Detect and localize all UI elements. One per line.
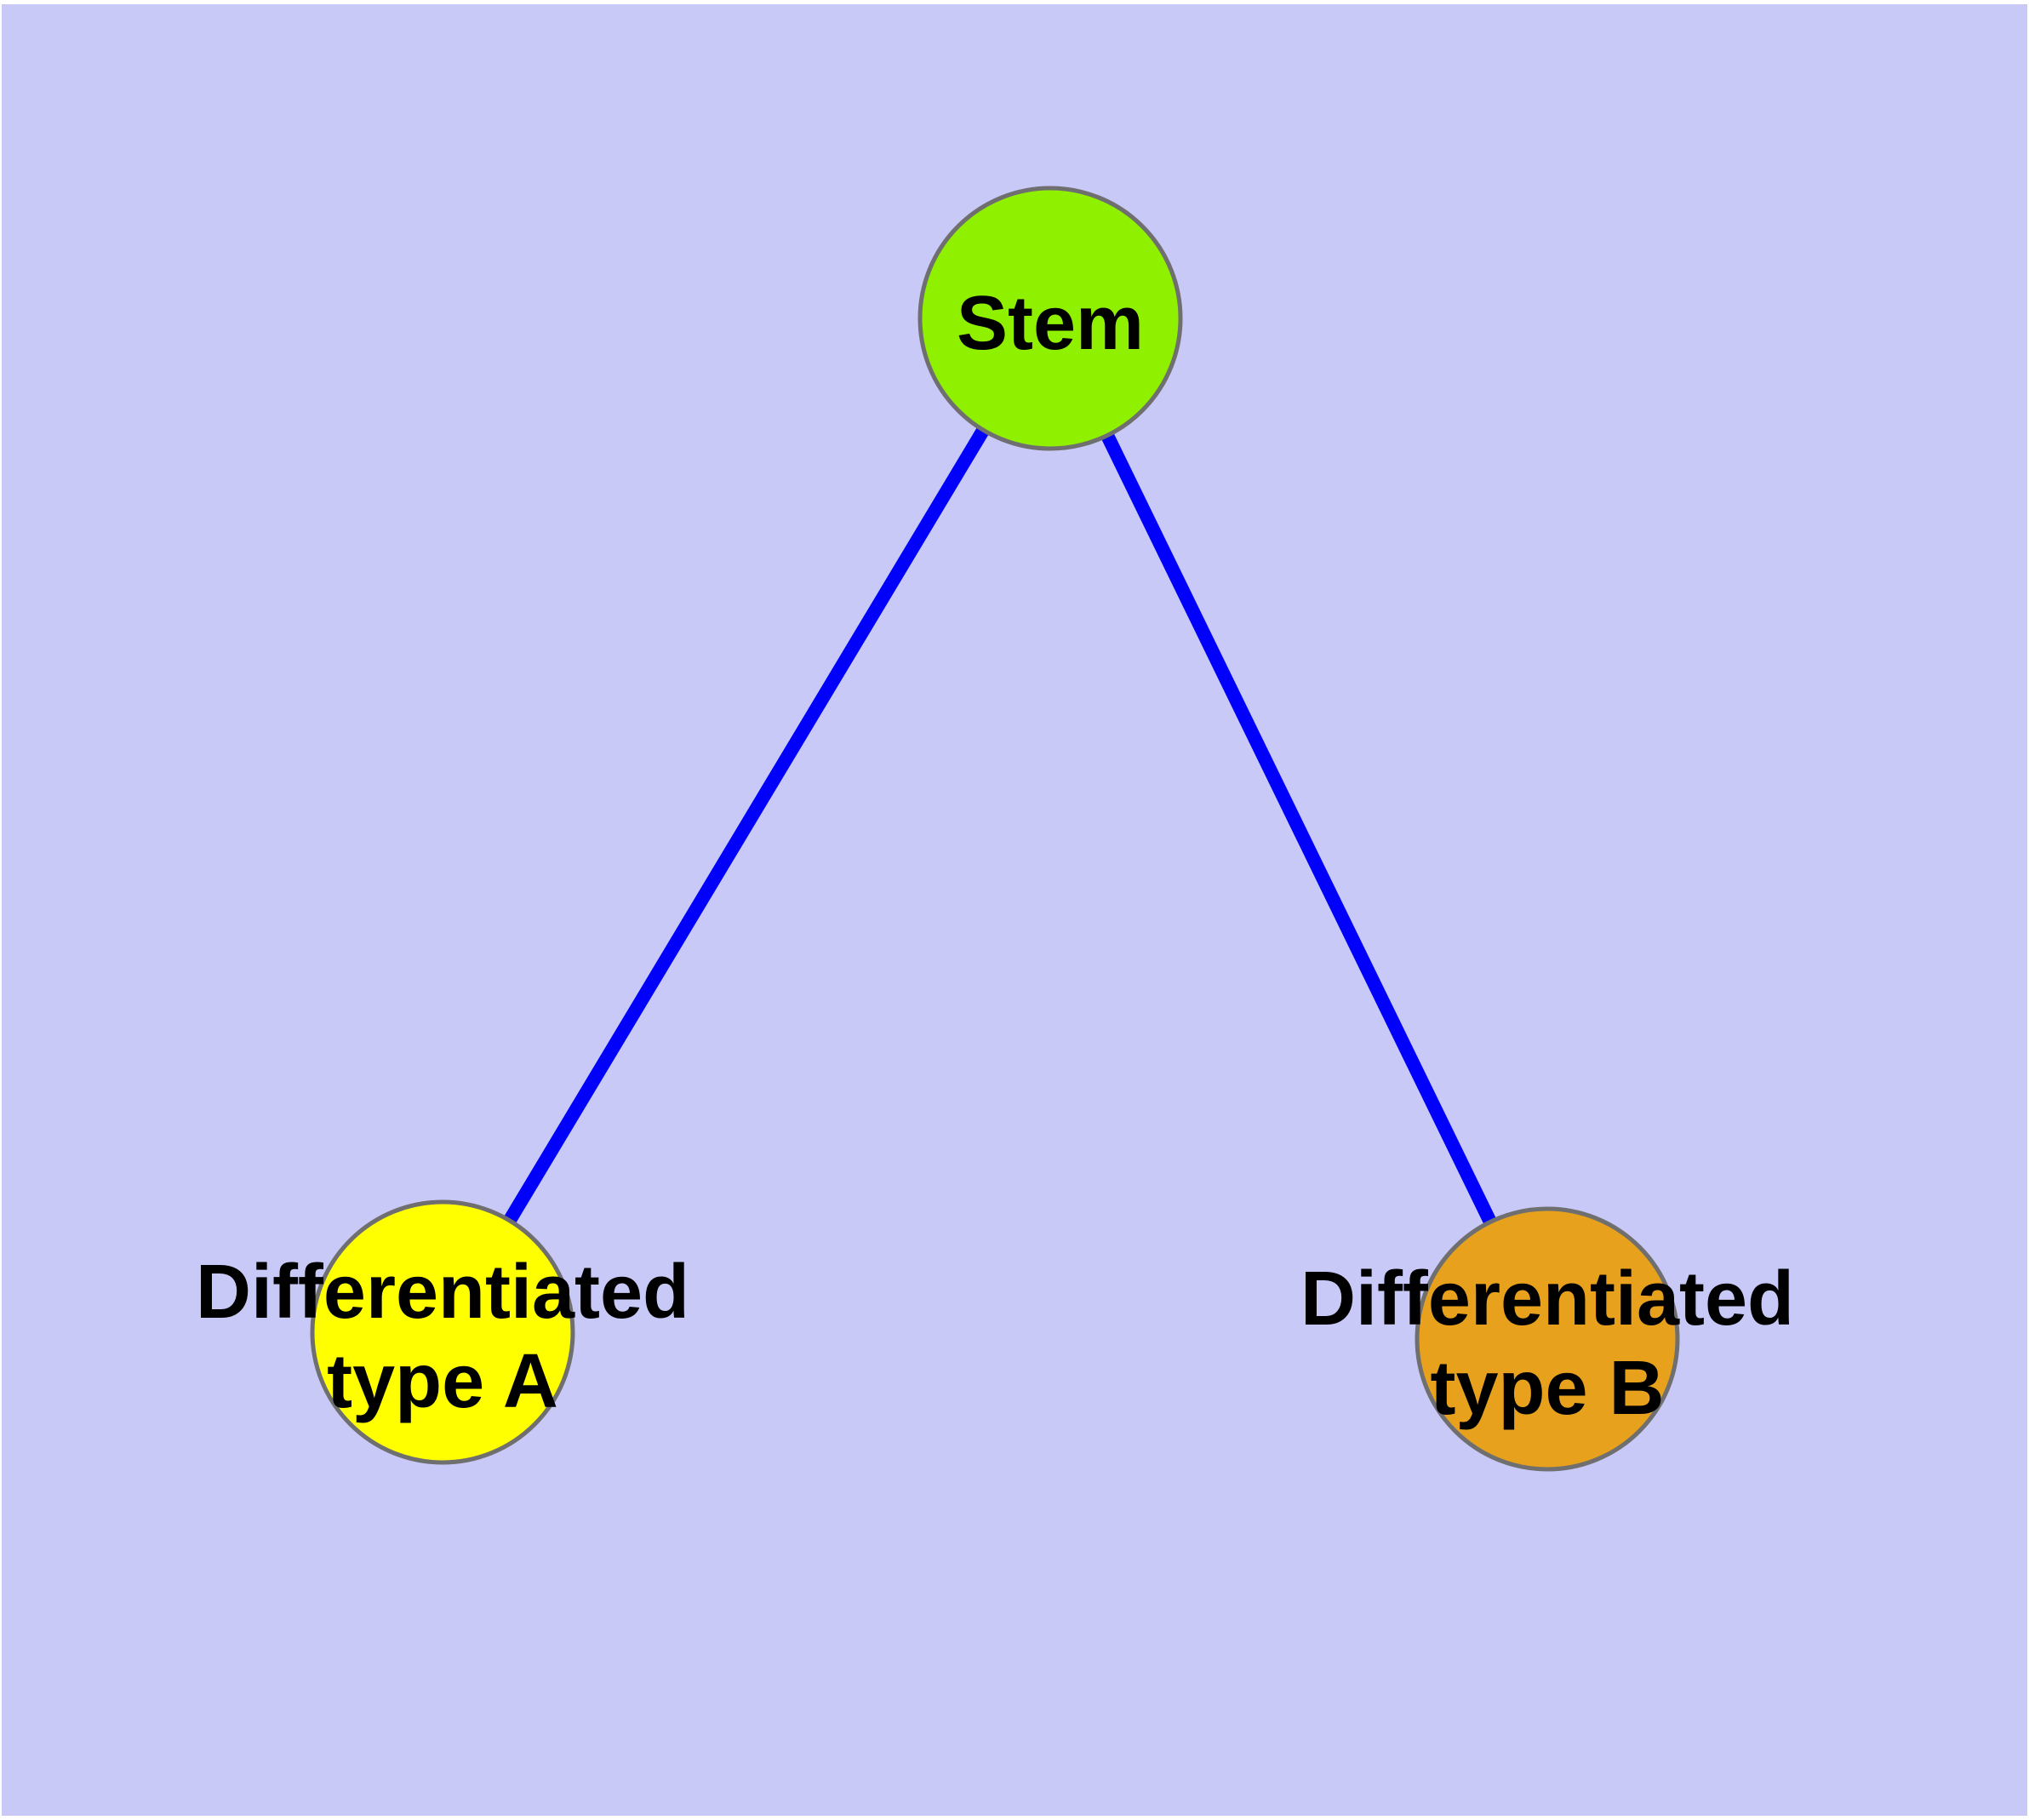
edge-stem-to-differentiated-type-a (437, 314, 1056, 1336)
node-differentiated-type-a-label-line1: Differentiated (196, 1250, 689, 1335)
node-stem-label: Stem (957, 281, 1144, 366)
node-stem (917, 186, 1183, 451)
node-differentiated-type-b-label-line2: type B (1430, 1346, 1664, 1431)
node-differentiated-type-b-label-line1: Differentiated (1300, 1256, 1794, 1342)
node-differentiated-type-b (1415, 1206, 1680, 1472)
edge-stem-to-differentiated-type-b (1043, 315, 1554, 1342)
node-differentiated-type-a (310, 1199, 575, 1465)
node-differentiated-type-a-label-line2: type A (327, 1339, 558, 1424)
